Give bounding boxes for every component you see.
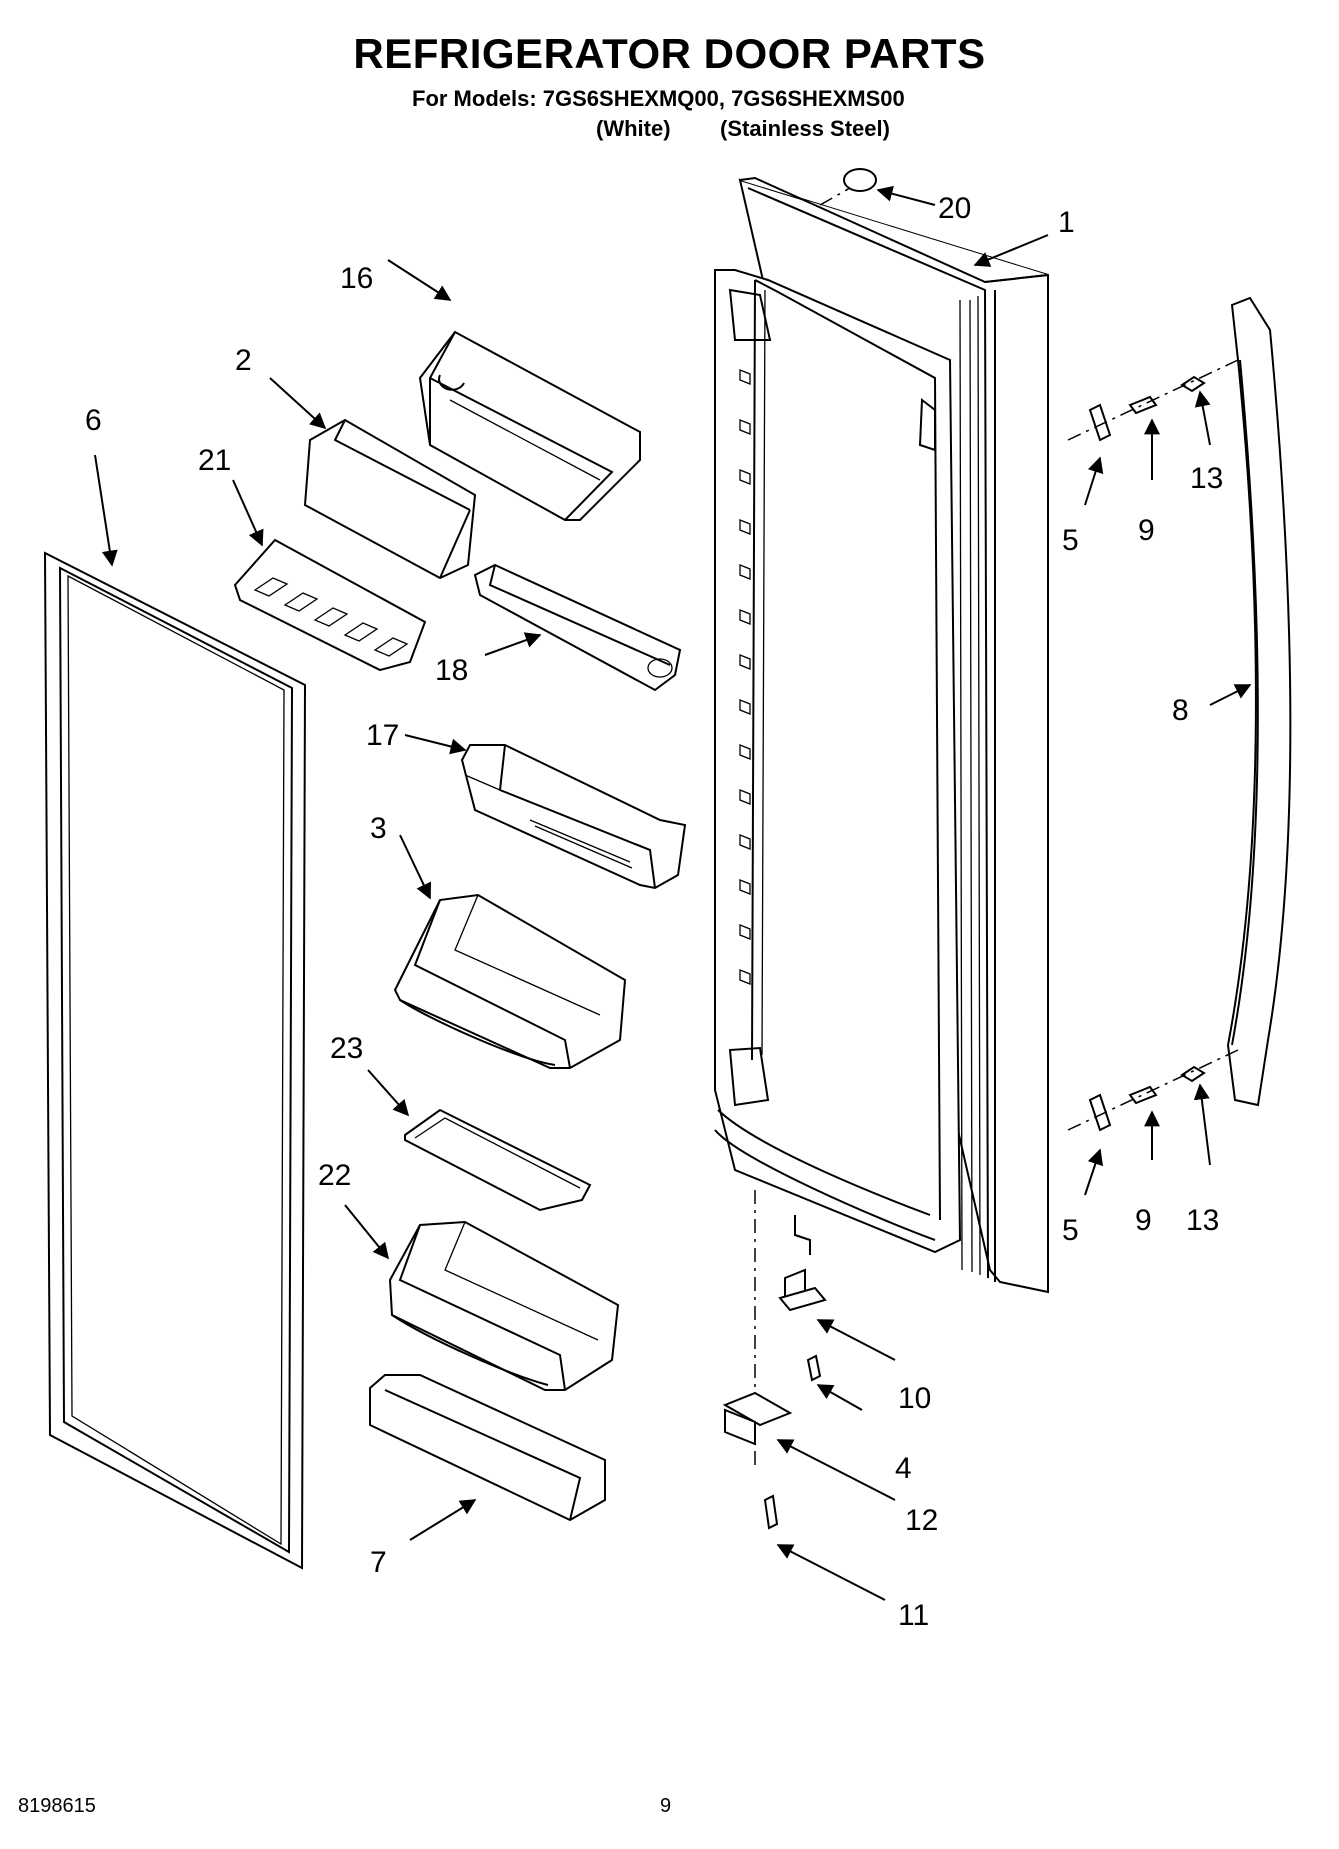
- callout-9-lower: 9: [1135, 1204, 1152, 1237]
- callout-5-upper: 5: [1062, 524, 1079, 557]
- dairy-door: [303, 418, 477, 580]
- callout-22: 22: [318, 1159, 351, 1192]
- callout-13-lower: 13: [1186, 1204, 1219, 1237]
- callout-16: 16: [340, 262, 373, 295]
- leader-lines: [94, 185, 1252, 1601]
- page-title: REFRIGERATOR DOOR PARTS: [353, 30, 986, 77]
- callout-10: 10: [898, 1382, 931, 1415]
- door-bin-22: [388, 1220, 620, 1391]
- door-bin: [460, 744, 687, 890]
- callout-13-upper: 13: [1190, 462, 1223, 495]
- callout-23: 23: [330, 1032, 363, 1065]
- handle-mount-hardware-upper: [1067, 359, 1239, 442]
- callout-3: 3: [370, 812, 387, 845]
- egg-tray: [233, 538, 427, 672]
- callout-17: 17: [366, 719, 399, 752]
- callout-21: 21: [198, 444, 231, 477]
- shelf-clips: [739, 369, 751, 985]
- door-plug: [843, 168, 877, 192]
- upper-bin: [418, 330, 641, 521]
- callout-6: 6: [85, 404, 102, 437]
- callout-5-lower: 5: [1062, 1214, 1079, 1247]
- variant-white: (White): [596, 116, 671, 141]
- callout-1: 1: [1058, 206, 1075, 239]
- bin-bottom-tray: [404, 1108, 592, 1212]
- callout-7: 7: [370, 1546, 387, 1579]
- variant-stainless: (Stainless Steel): [720, 116, 890, 141]
- callout-11: 11: [898, 1599, 929, 1632]
- handle-mount-hardware-lower: [1067, 1049, 1239, 1132]
- door-handle: [1226, 296, 1292, 1107]
- callout-2: 2: [235, 344, 252, 377]
- hinge-hardware: [722, 1190, 827, 1530]
- callout-18: 18: [435, 654, 468, 687]
- door-assembly: [714, 176, 1049, 1294]
- callout-20: 20: [938, 192, 971, 225]
- callout-12: 12: [905, 1504, 938, 1537]
- door-gasket: [43, 551, 307, 1570]
- document-number: 8198615: [18, 1795, 96, 1817]
- door-bin-3: [393, 893, 627, 1069]
- page-number: 9: [660, 1795, 672, 1817]
- models-line: For Models: 7GS6SHEXMQ00, 7GS6SHEXMS00: [412, 86, 905, 111]
- bottom-bin: [369, 1374, 606, 1522]
- callout-9-upper: 9: [1138, 514, 1155, 547]
- dairy-bin-tray: [473, 563, 682, 692]
- callout-4: 4: [895, 1452, 912, 1485]
- callout-8: 8: [1172, 694, 1189, 727]
